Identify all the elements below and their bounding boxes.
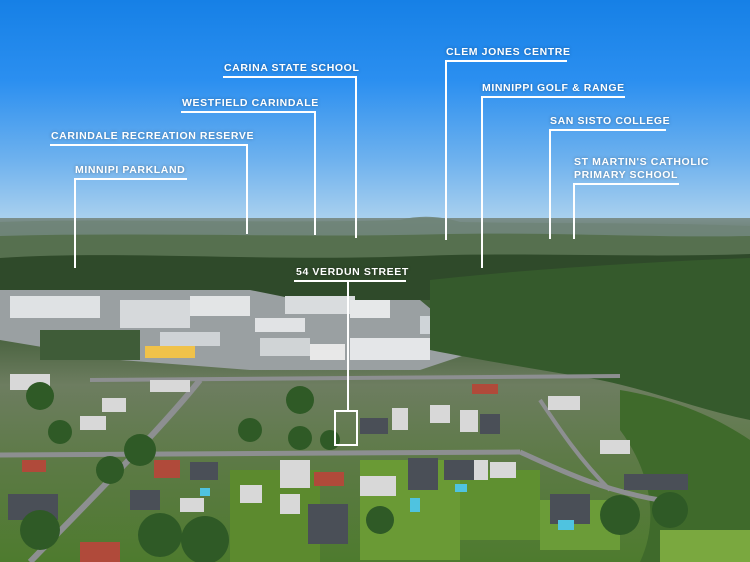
label-westfield-carindale: WESTFIELD CARINDALE <box>182 97 319 109</box>
pointer-line-westfield-carindale <box>314 111 316 235</box>
leader-line-clem-jones-centre <box>445 60 567 62</box>
pointer-line-carindale-recreation-reserve <box>246 144 248 234</box>
label-st-martins-line1: ST MARTIN'S CATHOLIC <box>574 156 710 168</box>
label-property-address: 54 VERDUN STREET <box>296 266 409 278</box>
label-minnipi-parkland: MINNIPI PARKLAND <box>75 164 186 176</box>
property-boundary-outline <box>334 410 358 446</box>
leader-line-carina-state-school <box>223 76 357 78</box>
pointer-line-st-martins <box>573 183 575 239</box>
leader-line-minnippi-golf-range <box>481 96 625 98</box>
pointer-line-property <box>347 280 349 410</box>
sky <box>0 0 750 230</box>
leader-line-westfield-carindale <box>181 111 316 113</box>
pointer-line-minnipi-parkland <box>74 178 76 268</box>
label-carina-state-school: CARINA STATE SCHOOL <box>224 62 360 74</box>
pointer-line-minnippi-golf-range <box>481 96 483 268</box>
label-st-martins-line2: PRIMARY SCHOOL <box>574 169 679 181</box>
leader-line-st-martins <box>573 183 679 185</box>
pointer-line-san-sisto-college <box>549 129 551 239</box>
leader-line-minnipi-parkland <box>74 178 187 180</box>
leader-line-property <box>294 280 406 282</box>
label-san-sisto-college: SAN SISTO COLLEGE <box>550 115 671 127</box>
label-minnippi-golf-range: MINNIPPI GOLF & RANGE <box>482 82 625 94</box>
pointer-line-clem-jones-centre <box>445 60 447 240</box>
label-carindale-recreation-reserve: CARINDALE RECREATION RESERVE <box>51 130 255 142</box>
label-clem-jones-centre: CLEM JONES CENTRE <box>446 46 571 58</box>
pointer-line-carina-state-school <box>355 76 357 238</box>
leader-line-carindale-recreation-reserve <box>50 144 248 146</box>
leader-line-san-sisto-college <box>549 129 666 131</box>
